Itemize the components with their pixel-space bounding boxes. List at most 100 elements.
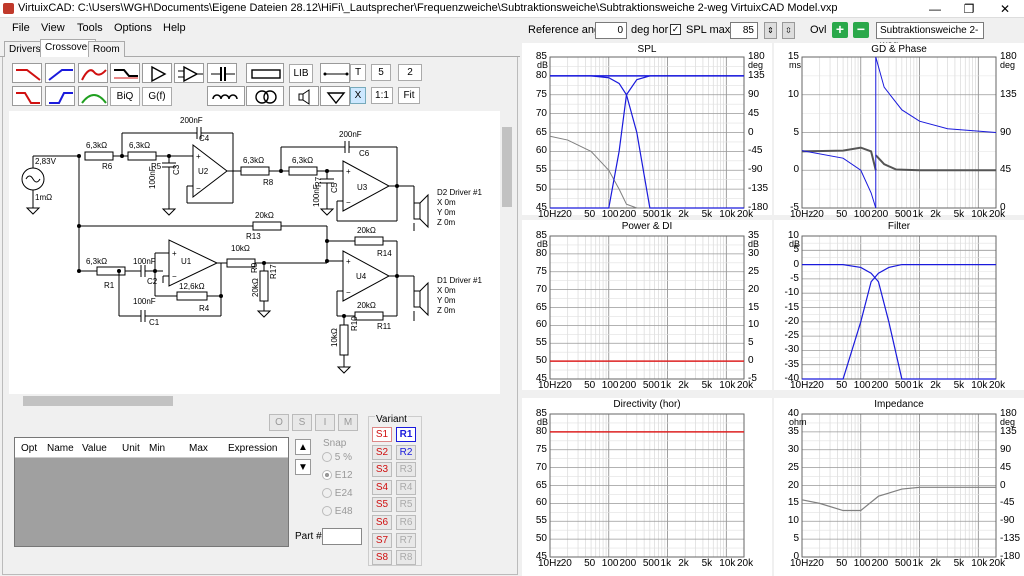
collapse-icon[interactable]: ⇳: [782, 22, 795, 39]
speaker-icon[interactable]: [289, 86, 319, 106]
part-number-input[interactable]: [322, 528, 362, 545]
move-down-button[interactable]: ▼: [295, 459, 311, 475]
variant-s5-button[interactable]: S5: [372, 497, 392, 513]
i-button[interactable]: I: [315, 414, 335, 431]
driver1-y: Y 0m: [437, 296, 456, 305]
schematic-horizontal-scrollbar[interactable]: [9, 394, 500, 408]
variant-s6-button[interactable]: S6: [372, 515, 392, 530]
menu-help[interactable]: Help: [163, 22, 186, 34]
resistor-icon[interactable]: [246, 63, 284, 83]
tab-room[interactable]: Room: [88, 41, 125, 57]
button-5[interactable]: 5: [371, 64, 391, 81]
window-title: VirtuixCAD: C:\Users\WGH\Documents\Eigen…: [18, 2, 838, 14]
spl-max-checkbox[interactable]: ✓: [670, 24, 681, 35]
model-name-field[interactable]: Subtraktionsweiche 2-weg: [876, 22, 984, 51]
x-tick-label: 100: [601, 380, 619, 391]
restore-button[interactable]: ❐: [963, 2, 975, 16]
x-tick-label: 200: [871, 558, 889, 569]
text-tool-button[interactable]: T: [350, 64, 366, 81]
add-overlay-button[interactable]: +: [832, 22, 848, 38]
shelf-button[interactable]: [110, 63, 140, 83]
spl-max-spin-icon[interactable]: ⇕: [764, 22, 777, 39]
x-tick-label: 20: [812, 558, 824, 569]
y2-tick-label: -45: [748, 145, 763, 157]
variant-r3-button[interactable]: R3: [396, 462, 416, 478]
spl-max-input[interactable]: 85: [730, 22, 758, 39]
x-tick-label: 2k: [678, 380, 689, 391]
snap-option-e24[interactable]: E24: [322, 488, 353, 499]
menu-view[interactable]: View: [41, 22, 65, 34]
variant-r1-button[interactable]: R1: [396, 427, 416, 442]
reference-angle-input[interactable]: 0: [595, 22, 627, 39]
transformer-icon[interactable]: [246, 86, 284, 106]
variant-r5-button[interactable]: R5: [396, 497, 416, 513]
variant-s8-button[interactable]: S8: [372, 550, 392, 566]
chart-plot-area: [549, 413, 745, 558]
variant-s7-button[interactable]: S7: [372, 532, 392, 548]
ground-icon[interactable]: [320, 86, 350, 106]
snap-option-e12[interactable]: E12: [322, 470, 353, 481]
bandpass-red-button[interactable]: [78, 63, 108, 83]
menu-tools[interactable]: Tools: [77, 22, 103, 34]
lowpass-red-button[interactable]: [12, 63, 42, 83]
biquad-button[interactable]: BiQ: [110, 87, 140, 106]
label-r11: R11: [377, 322, 392, 331]
vertical-scroll-thumb[interactable]: [502, 127, 512, 207]
y-tick-label: 80: [535, 69, 547, 81]
horizontal-scroll-thumb[interactable]: [23, 396, 173, 406]
schematic-canvas[interactable]: 2,83V 1mΩ 6,3kΩ R6 6,3kΩ R5 200nF C4 100…: [9, 111, 500, 394]
variant-s2-button[interactable]: S2: [372, 444, 392, 460]
x-toggle-button[interactable]: X: [350, 87, 366, 104]
lowpass-step-red-button[interactable]: [12, 86, 42, 106]
gain-function-button[interactable]: G(f): [142, 87, 172, 106]
highpass-step-blue-button[interactable]: [45, 86, 75, 106]
zoom-fit-button[interactable]: Fit: [398, 87, 420, 104]
x-tick-label: 2k: [678, 558, 689, 569]
y-unit-label: dB: [537, 239, 549, 249]
menu-options[interactable]: Options: [114, 22, 152, 34]
minimize-button[interactable]: —: [929, 2, 941, 16]
variant-r8-button[interactable]: R8: [396, 550, 416, 566]
bandpass-green-button[interactable]: [78, 86, 108, 106]
variant-s1-button[interactable]: S1: [372, 427, 392, 442]
label-r4: R4: [199, 304, 210, 313]
y2-tick-label: 135: [1000, 425, 1017, 437]
amplifier-icon[interactable]: [142, 63, 172, 83]
y2-tick-label: 30: [748, 247, 760, 259]
remove-overlay-button[interactable]: −: [853, 22, 869, 38]
close-button[interactable]: ✕: [999, 2, 1011, 16]
y-tick-label: 60: [535, 319, 547, 331]
variant-s4-button[interactable]: S4: [372, 479, 392, 495]
variant-r6-button[interactable]: R6: [396, 515, 416, 530]
variant-r7-button[interactable]: R7: [396, 532, 416, 548]
move-up-button[interactable]: ▲: [295, 439, 311, 455]
menu-file[interactable]: File: [12, 22, 30, 34]
m-button[interactable]: M: [338, 414, 358, 431]
zoom-1to1-button[interactable]: 1:1: [371, 87, 393, 104]
snap-option-label: E48: [334, 506, 353, 517]
opamp-icon[interactable]: [174, 63, 204, 83]
highpass-blue-button[interactable]: [45, 63, 75, 83]
schematic-vertical-scrollbar[interactable]: [500, 111, 514, 394]
variant-r2-button[interactable]: R2: [396, 444, 416, 460]
variant-s3-button[interactable]: S3: [372, 462, 392, 478]
parameter-table[interactable]: Opt Name Value Unit Min Max Expression: [14, 437, 289, 547]
x-tick-label: 10k: [719, 380, 736, 391]
o-button[interactable]: O: [269, 414, 289, 431]
snap-option-5pct[interactable]: 5 %: [322, 452, 352, 463]
wire-icon[interactable]: [320, 63, 350, 83]
s-button[interactable]: S: [292, 414, 312, 431]
button-2[interactable]: 2: [398, 64, 422, 81]
inductor-icon[interactable]: [207, 86, 245, 106]
y2-tick-label: -90: [748, 164, 763, 176]
snap-option-e48[interactable]: E48: [322, 506, 353, 517]
library-button[interactable]: LIB: [289, 64, 313, 83]
capacitor-icon[interactable]: [207, 63, 237, 83]
variant-r4-button[interactable]: R4: [396, 479, 416, 495]
